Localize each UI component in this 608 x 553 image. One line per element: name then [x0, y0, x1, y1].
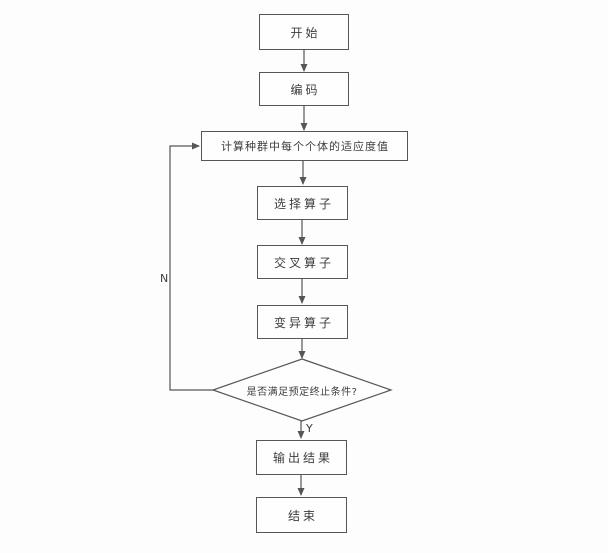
- node-end: 结束: [256, 497, 347, 533]
- node-encode: 编码: [259, 72, 349, 106]
- branch-label-yes: Y: [306, 422, 313, 435]
- node-start: 开始: [259, 14, 349, 50]
- edge-decision-no-loop: [169, 142, 213, 391]
- branch-label-no: N: [160, 272, 169, 285]
- node-fitness: 计算种群中每个个体的适应度值: [201, 131, 408, 161]
- node-select: 选择算子: [257, 186, 348, 220]
- node-output: 输出结果: [256, 440, 347, 475]
- node-mutation: 变异算子: [257, 305, 348, 339]
- node-crossover: 交叉算子: [257, 245, 348, 279]
- decision-diamond-shape: [211, 358, 393, 422]
